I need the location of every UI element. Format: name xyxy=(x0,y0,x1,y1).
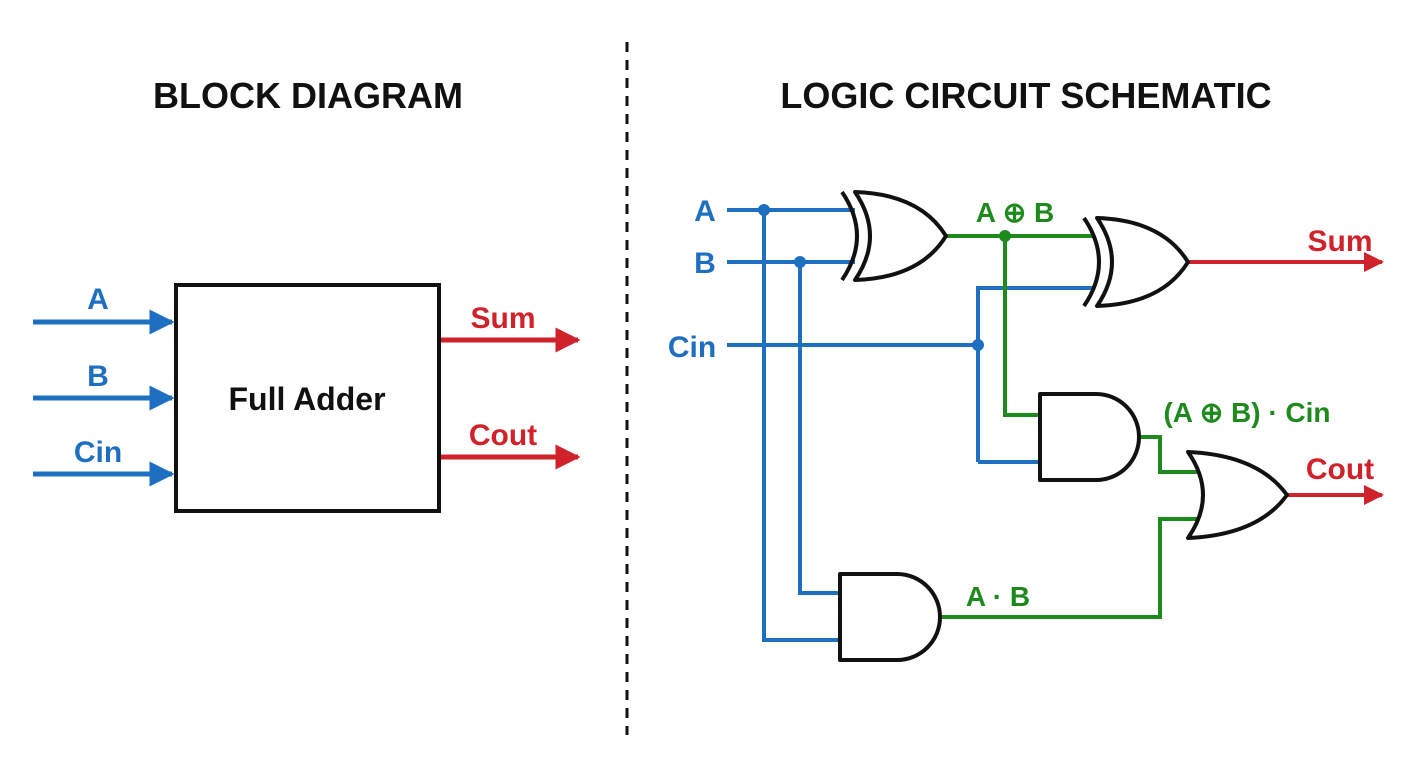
sum-output-label: Sum xyxy=(1307,225,1372,258)
junction-b xyxy=(794,256,806,268)
and-gate-2 xyxy=(838,572,942,662)
block-output-sum-label: Sum xyxy=(470,302,535,335)
xor-gate-2 xyxy=(1082,216,1190,308)
schematic-input-cin-label: Cin xyxy=(668,331,716,364)
wire-cin-to-xor2 xyxy=(976,286,1094,462)
xor-gate-1 xyxy=(840,190,948,282)
block-input-a-label: A xyxy=(87,283,109,316)
xor-ab-label: A ⊕ B xyxy=(976,197,1054,228)
intermediate-wires xyxy=(940,234,1198,619)
wire-and1-to-or xyxy=(1139,435,1198,474)
schematic-input-a-label: A xyxy=(694,195,716,228)
block-input-cin-label: Cin xyxy=(74,436,122,469)
full-adder-block xyxy=(174,283,441,513)
wire-a-to-and2 xyxy=(762,210,840,642)
wire-b-to-and2 xyxy=(798,262,840,595)
junction-xor-ab xyxy=(999,230,1011,242)
wire-xor1-to-and1 xyxy=(1003,236,1040,417)
full-adder-label: Full Adder xyxy=(228,381,385,417)
junction-cin xyxy=(972,339,984,351)
junction-a xyxy=(758,204,770,216)
input-wires xyxy=(727,208,1094,642)
and-gate-1 xyxy=(1038,392,1141,482)
schematic-input-b-label: B xyxy=(694,247,716,280)
block-diagram: Full Adder A B Cin Sum Cout xyxy=(33,283,581,513)
or-gate xyxy=(1186,450,1289,540)
block-diagram-title: BLOCK DIAGRAM xyxy=(153,75,463,116)
logic-schematic: A B Cin xyxy=(668,190,1384,662)
and-xor-cin-label: (A ⊕ B) · Cin xyxy=(1163,397,1330,428)
and-ab-label: A · B xyxy=(966,581,1030,612)
cout-output-label: Cout xyxy=(1306,453,1374,486)
block-input-b-label: B xyxy=(87,360,109,393)
block-output-cout-label: Cout xyxy=(469,419,537,452)
schematic-title: LOGIC CIRCUIT SCHEMATIC xyxy=(780,75,1271,116)
wire-and2-to-or xyxy=(940,517,1198,619)
